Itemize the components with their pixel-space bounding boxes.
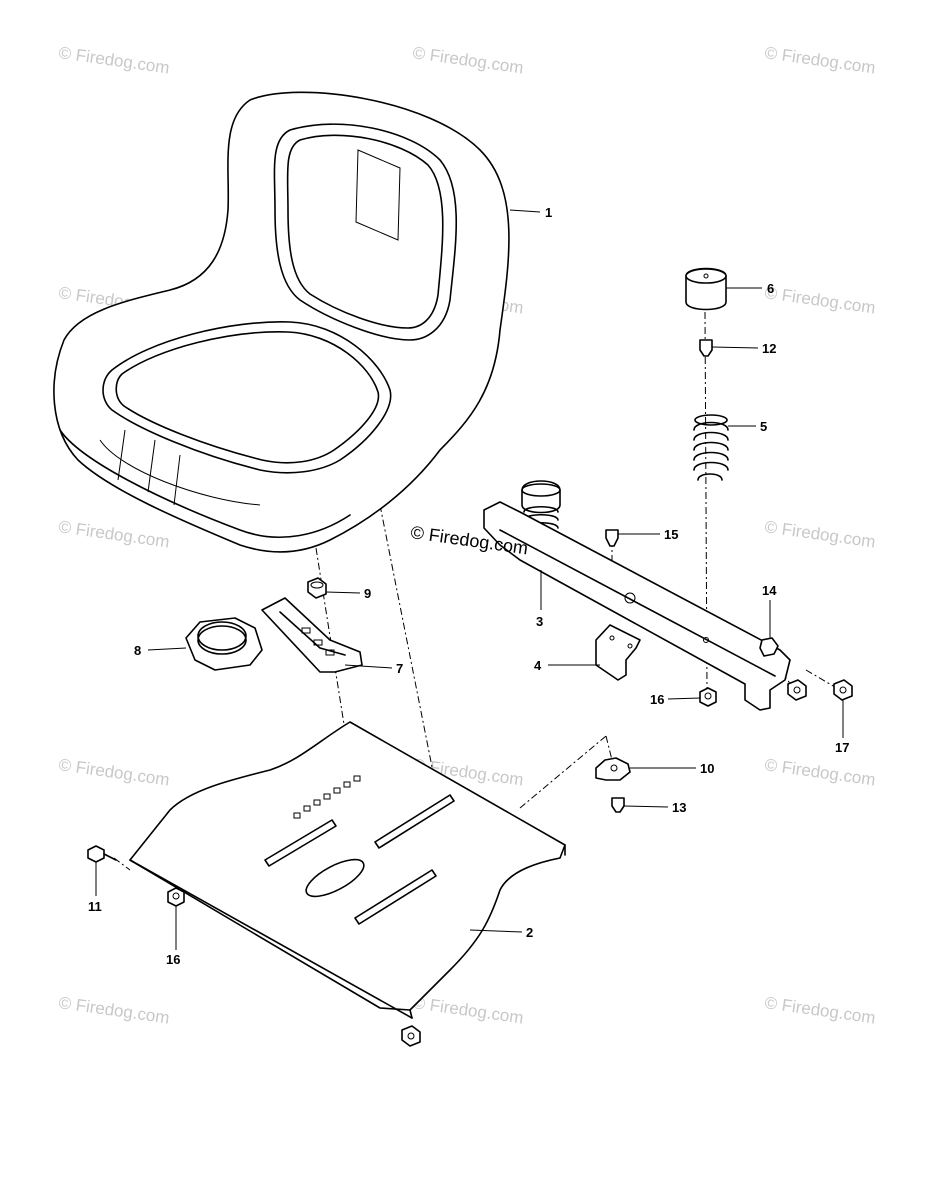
watermark: © Firedog.com: [763, 993, 876, 1027]
nut-part-16-rail: [699, 687, 717, 707]
seat-part: [53, 91, 510, 553]
watermark: © Firedog.com: [763, 283, 876, 317]
small-bracket-part: [595, 624, 641, 681]
watermark: © Firedog.com: [763, 755, 876, 789]
callout-3: 3: [536, 614, 543, 629]
callout-5: 5: [760, 419, 767, 434]
watermark: © Firedog.com: [57, 517, 170, 551]
watermark: © Firedog.com: [411, 43, 524, 77]
callout-16-plate: 16: [166, 952, 180, 967]
watermark: © Firedog.com: [763, 517, 876, 551]
watermark: © Firedog.com: [763, 43, 876, 77]
callout-10: 10: [700, 761, 714, 776]
screw-part-15: [605, 529, 619, 547]
watermark: © Firedog.com: [57, 993, 170, 1027]
callout-9: 9: [364, 586, 371, 601]
watermark: © Firedog.com: [57, 43, 170, 77]
callout-4: 4: [534, 658, 542, 673]
callout-15: 15: [664, 527, 678, 542]
nut-plate-bottom: [401, 1025, 421, 1047]
nut-rail-end: [787, 679, 807, 701]
seat-switch-part: [185, 617, 263, 671]
washer-plate-part: [595, 757, 631, 781]
rail-bracket-part: [483, 501, 791, 711]
callout-16-rail: 16: [650, 692, 664, 707]
callout-11: 11: [88, 899, 102, 914]
callout-17: 17: [835, 740, 849, 755]
callout-14: 14: [762, 583, 777, 598]
watermark: © Firedog.com: [411, 993, 524, 1027]
nut-part-16-plate: [167, 887, 185, 907]
rubber-bumper-part: [685, 267, 727, 311]
bolt-part-11: [87, 845, 117, 863]
leader-lines: [95, 209, 844, 950]
callout-12: 12: [762, 341, 776, 356]
callout-8: 8: [134, 643, 141, 658]
callout-labels: 1 2 3 4 5 6 7 8 9 10 11 12 13 14 15 16 1…: [88, 205, 849, 967]
callout-7: 7: [396, 661, 403, 676]
watermark: © Firedog.com: [57, 755, 170, 789]
switch-bracket-part: [261, 597, 363, 673]
callout-2: 2: [526, 925, 533, 940]
callout-13: 13: [672, 800, 686, 815]
seat-plate-part: [129, 721, 566, 1019]
plate-slots: [264, 775, 455, 925]
spring-bumper-part: [521, 480, 561, 545]
bolt-part-14: [759, 637, 779, 657]
callout-6: 6: [767, 281, 774, 296]
spring-part: [693, 414, 729, 481]
callout-1: 1: [545, 205, 552, 220]
screw-part-12: [699, 339, 713, 357]
nut-part-17: [833, 679, 853, 701]
small-nut-part: [307, 577, 327, 599]
screw-part-13: [611, 797, 625, 813]
